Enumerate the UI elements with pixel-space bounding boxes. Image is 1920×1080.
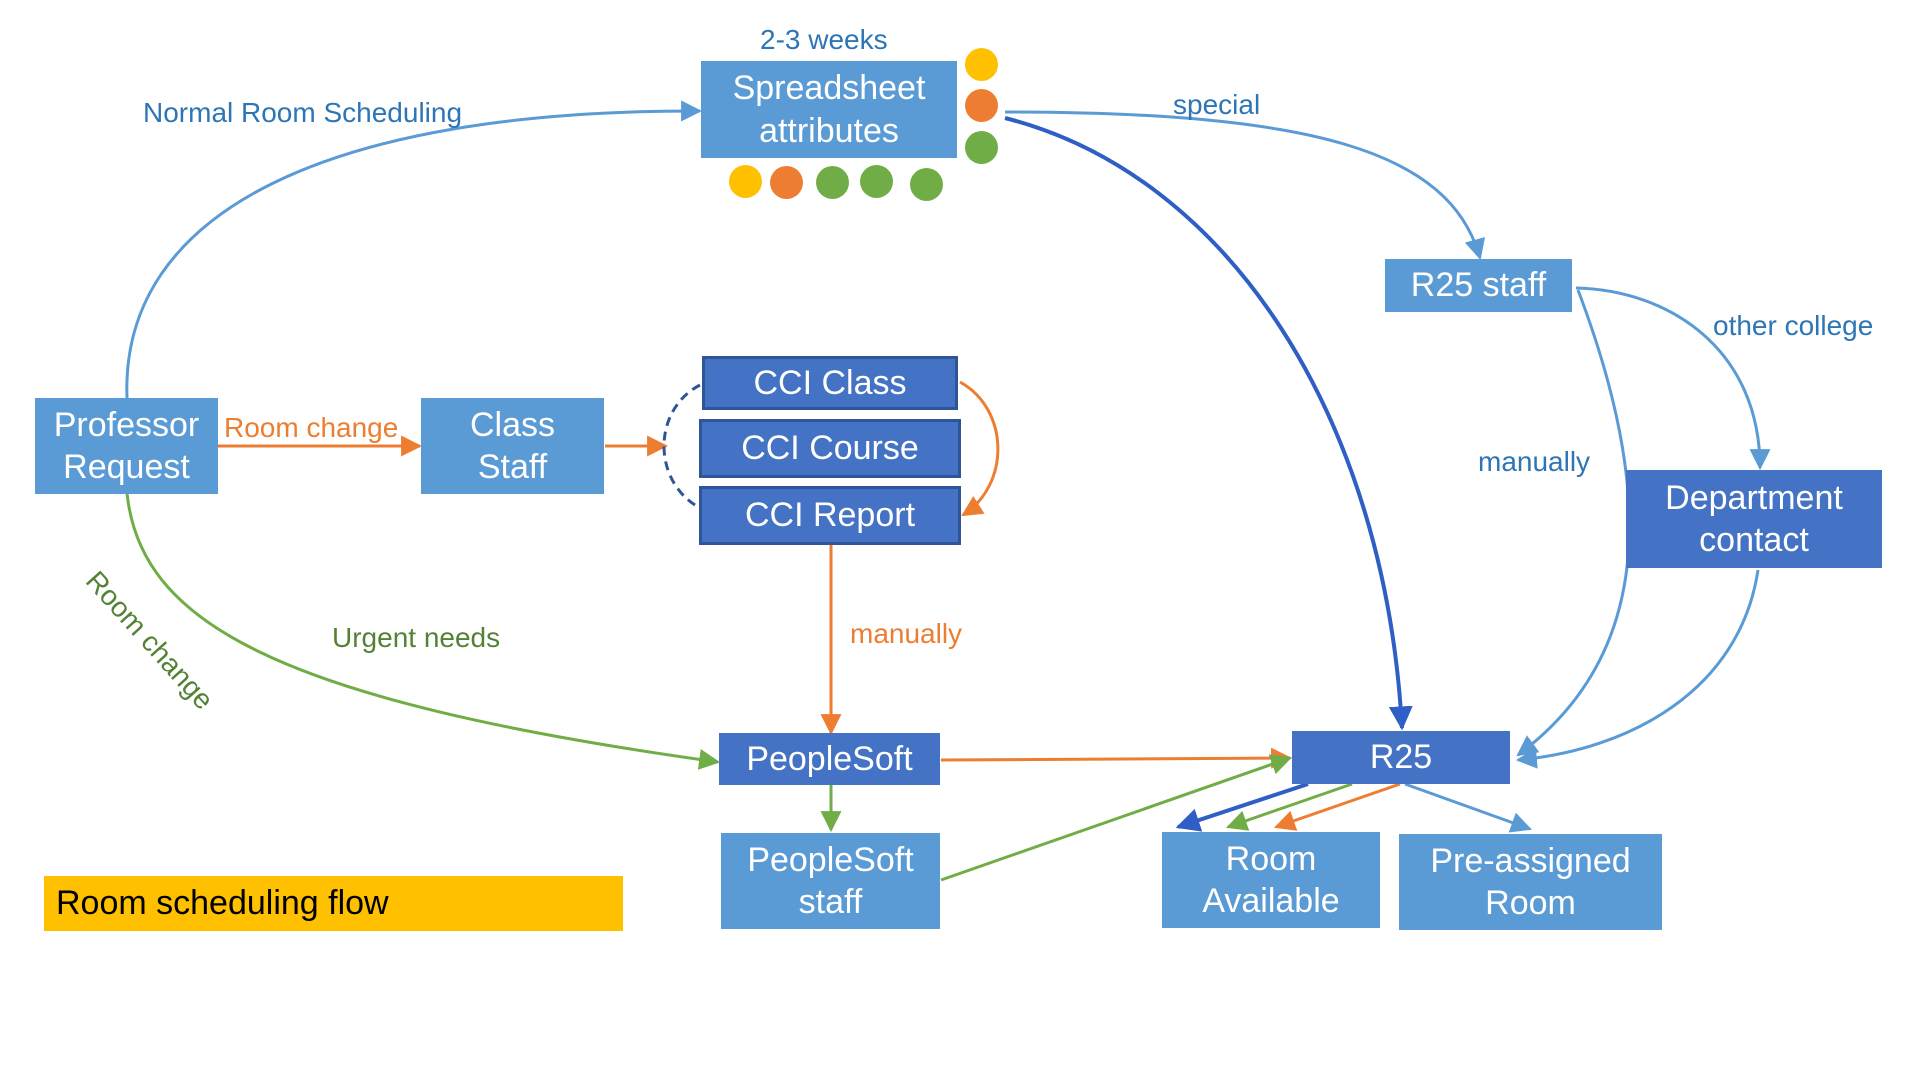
node-peoplesoft-staff: PeopleSoft staff <box>721 833 940 929</box>
label-manually-orange: manually <box>850 618 963 649</box>
label-special: special <box>1173 89 1261 120</box>
node-pre-assigned-room: Pre-assigned Room <box>1399 834 1662 930</box>
arrow-normal-scheduling <box>125 100 703 399</box>
arrow-spreadsheet-to-r25 <box>1004 116 1413 731</box>
arrow-peoplesoft-to-r25 <box>940 747 1293 769</box>
cci-group-bracket <box>662 383 701 510</box>
status-dot-bottom-green-2 <box>860 165 893 198</box>
arrow-manually-blue <box>1516 289 1631 757</box>
arrow-department-to-r25 <box>1515 569 1760 769</box>
node-peoplesoft: PeopleSoft <box>719 733 940 785</box>
node-spreadsheet-attributes: Spreadsheet attributes <box>701 61 957 158</box>
label-manually-blue: manually <box>1478 446 1591 477</box>
diagram-title-banner: Room scheduling flow <box>44 876 623 931</box>
arrow-r25-to-preassigned <box>1404 782 1532 833</box>
arrow-cci-loop <box>959 380 1000 517</box>
arrow-other-college <box>1575 286 1771 471</box>
node-cci-class: CCI Class <box>702 356 958 410</box>
arrow-peoplesoft-staff-to-r25 <box>940 754 1292 882</box>
label-duration: 2-3 weeks <box>760 24 888 55</box>
arrow-special <box>1004 110 1486 261</box>
status-dot-bottom-orange <box>770 166 803 199</box>
label-room-change-orange: Room change <box>224 412 399 443</box>
label-urgent-needs: Urgent needs <box>332 622 501 653</box>
status-dot-side-yellow <box>965 48 998 81</box>
status-dot-side-orange <box>965 89 998 122</box>
status-dot-bottom-green-1 <box>816 166 849 199</box>
node-cci-course: CCI Course <box>699 419 961 478</box>
node-cci-report: CCI Report <box>699 486 961 545</box>
node-class-staff: Class Staff <box>421 398 604 494</box>
node-professor-request: Professor Request <box>35 398 218 494</box>
status-dot-side-green <box>965 131 998 164</box>
node-department-contact: Department contact <box>1626 470 1882 568</box>
label-normal-scheduling: Normal Room Scheduling <box>143 97 463 128</box>
arrow-r25-to-room-dblue <box>1175 782 1309 832</box>
node-room-available: Room Available <box>1162 832 1380 928</box>
arrow-r25-to-room-green <box>1226 782 1353 831</box>
status-dot-bottom-green-3 <box>910 168 943 201</box>
arrow-r25-to-room-orange <box>1274 782 1401 831</box>
status-dot-bottom-yellow <box>729 165 762 198</box>
node-r25-staff: R25 staff <box>1385 259 1572 312</box>
node-r25: R25 <box>1292 731 1510 784</box>
arrow-urgent-needs <box>125 492 721 770</box>
label-other-college: other college <box>1713 310 1874 341</box>
